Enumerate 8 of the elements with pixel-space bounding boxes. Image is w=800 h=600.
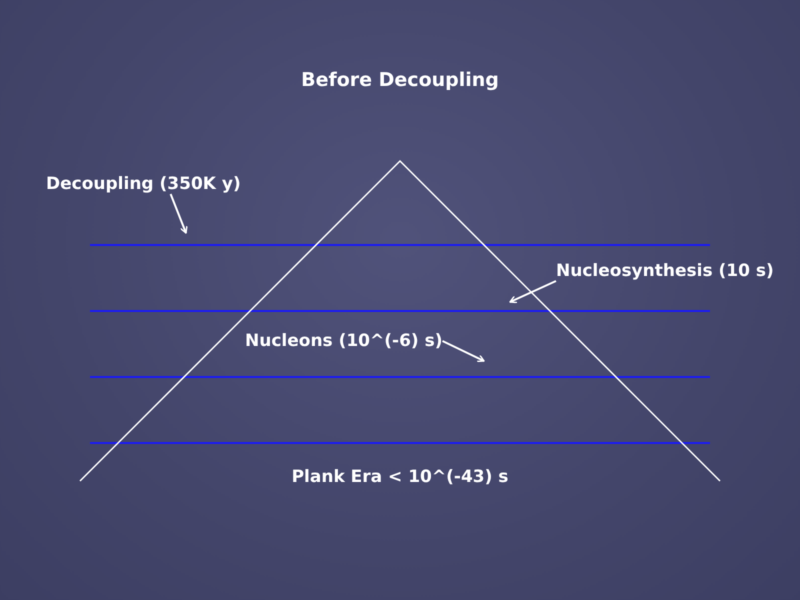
era-label: Decoupling (350K y) xyxy=(46,174,241,194)
leader-arrow xyxy=(509,280,556,304)
diagram-title: Before Decoupling xyxy=(300,69,500,91)
era-label: Plank Era < 10^(-43) s xyxy=(290,467,510,487)
era-label: Nucleons (10^(-6) s) xyxy=(245,331,442,351)
leader-arrow xyxy=(442,340,485,362)
leader-arrow xyxy=(170,194,188,234)
era-label: Nucleosynthesis (10 s) xyxy=(556,261,774,281)
